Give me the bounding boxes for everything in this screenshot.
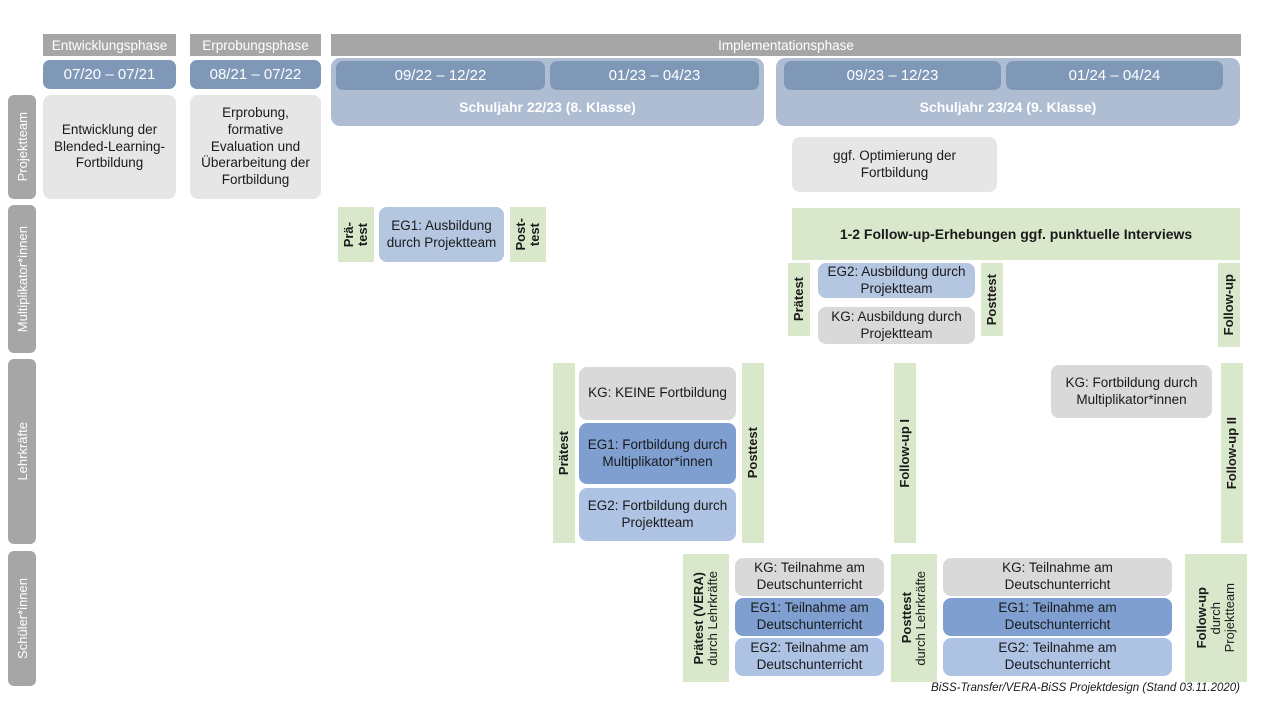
lehrkraefte-kg-fortbildung-box: KG: Fortbildung durch Multiplikator*inne…: [1051, 365, 1212, 418]
schueler-eg1-box-2: EG1: Teilnahme am Deutschunterricht: [943, 598, 1172, 636]
multiplikatoren-praetest-line1: Prä-: [340, 221, 356, 248]
multiplikatoren-followup-banner: 1-2 Follow-up-Erhebungen ggf. punktuelle…: [792, 208, 1240, 260]
footer-credit: BiSS-Transfer/VERA-BiSS Projektdesign (S…: [931, 682, 1240, 694]
lehrkraefte-eg1-box: EG1: Fortbildung durch Multiplikator*inn…: [579, 423, 736, 484]
schueler-followup-strip: Follow-up durch Projektteam: [1185, 554, 1247, 682]
schoolyear-group-2324: 09/23 – 12/23 01/24 – 04/24 Schuljahr 23…: [776, 58, 1240, 126]
multiplikatoren-followup-strip: Follow-up: [1218, 263, 1240, 347]
schoolyear-label-2324: Schuljahr 23/24 (9. Klasse): [919, 99, 1097, 115]
phase-header-erprobungsphase: Erprobungsphase: [190, 34, 321, 56]
schueler-praetest-strip: Prätest (VERA) durch Lehrkräfte: [683, 554, 729, 682]
row-label-multiplikatorinnen-text: Multiplikator*innen: [14, 225, 30, 333]
multiplikatoren-posttest-line1: Post-: [512, 218, 528, 251]
lehrkraefte-posttest-label: Posttest: [744, 427, 760, 479]
schueler-praetest-label: Prätest (VERA): [690, 571, 706, 665]
schueler-posttest-strip: Posttest durch Lehrkräfte: [891, 554, 937, 682]
multiplikatoren-praetest2-strip: Prätest: [788, 263, 810, 336]
phase-header-entwicklungsphase: Entwicklungsphase: [43, 34, 176, 56]
multiplikatoren-followup-label: Follow-up: [1220, 274, 1236, 336]
schueler-followup-sublabel-2: Projektteam: [1222, 583, 1238, 653]
projektteam-erprobung-box: Erprobung, formative Evaluation und Über…: [190, 95, 321, 199]
period-bar-2: 09/22 – 12/22: [336, 61, 545, 90]
multiplikatoren-kg-box: KG: Ausbildung durch Projektteam: [818, 307, 975, 344]
schueler-followup-sublabel-1: durch: [1207, 601, 1223, 635]
multiplikatoren-praetest-line2: test: [355, 222, 370, 247]
row-label-schuelerinnen: Schüler*innen: [8, 551, 36, 686]
multiplikatoren-eg2-box: EG2: Ausbildung durch Projektteam: [818, 263, 975, 298]
lehrkraefte-eg2-box: EG2: Fortbildung durch Projektteam: [579, 488, 736, 541]
schueler-praetest-sublabel: durch Lehrkräfte: [705, 570, 720, 666]
lehrkraefte-kg-box: KG: KEINE Fortbildung: [579, 367, 736, 420]
multiplikatoren-posttest-line2: test: [527, 222, 542, 247]
schoolyear-label-2223: Schuljahr 22/23 (8. Klasse): [459, 99, 636, 115]
multiplikatoren-praetest-strip: Prä- test: [338, 207, 374, 262]
multiplikatoren-eg1-box: EG1: Ausbildung durch Projektteam: [379, 207, 504, 262]
lehrkraefte-posttest-strip: Posttest: [742, 363, 764, 543]
phase-header-implementationsphase: Implementationsphase: [331, 34, 1241, 56]
schueler-followup-label: Follow-up: [1193, 587, 1209, 649]
lehrkraefte-followup2-strip: Follow-up II: [1221, 363, 1243, 543]
row-label-lehrkraefte-text: Lehrkräfte: [14, 422, 30, 481]
row-label-multiplikatorinnen: Multiplikator*innen: [8, 205, 36, 353]
schueler-kg-box-1: KG: Teilnahme am Deutschunterricht: [735, 558, 884, 596]
row-label-lehrkraefte: Lehrkräfte: [8, 359, 36, 544]
projektteam-optimierung-box: ggf. Optimierung der Fortbildung: [792, 137, 997, 192]
multiplikatoren-praetest2-label: Prätest: [790, 277, 806, 322]
schueler-eg2-box-1: EG2: Teilnahme am Deutschunterricht: [735, 638, 884, 676]
period-bar-5: 01/24 – 04/24: [1006, 61, 1223, 90]
period-bar-3: 01/23 – 04/23: [550, 61, 759, 90]
row-label-projektteam-text: Projektteam: [14, 112, 30, 182]
multiplikatoren-posttest2-label: Posttest: [983, 273, 999, 326]
period-bar-0: 07/20 – 07/21: [43, 60, 176, 89]
schueler-posttest-sublabel: durch Lehrkräfte: [913, 570, 928, 666]
lehrkraefte-praetest-strip: Prätest: [553, 363, 575, 543]
schueler-eg1-box-1: EG1: Teilnahme am Deutschunterricht: [735, 598, 884, 636]
schoolyear-group-2223: 09/22 – 12/22 01/23 – 04/23 Schuljahr 22…: [331, 58, 764, 126]
schueler-kg-box-2: KG: Teilnahme am Deutschunterricht: [943, 558, 1172, 596]
multiplikatoren-posttest-strip: Post- test: [510, 207, 546, 262]
multiplikatoren-posttest2-strip: Posttest: [981, 263, 1003, 336]
lehrkraefte-followup1-label: Follow-up I: [896, 418, 912, 488]
lehrkraefte-followup1-strip: Follow-up I: [894, 363, 916, 543]
projektteam-entwicklung-box: Entwicklung der Blended-Learning-Fortbil…: [43, 95, 176, 199]
period-bar-1: 08/21 – 07/22: [190, 60, 321, 89]
row-label-projektteam: Projektteam: [8, 95, 36, 199]
schueler-eg2-box-2: EG2: Teilnahme am Deutschunterricht: [943, 638, 1172, 676]
period-bar-4: 09/23 – 12/23: [784, 61, 1001, 90]
row-label-schuelerinnen-text: Schüler*innen: [14, 578, 30, 659]
lehrkraefte-praetest-label: Prätest: [555, 430, 571, 476]
lehrkraefte-followup2-label: Follow-up II: [1223, 416, 1239, 490]
schueler-posttest-label: Posttest: [898, 592, 914, 644]
